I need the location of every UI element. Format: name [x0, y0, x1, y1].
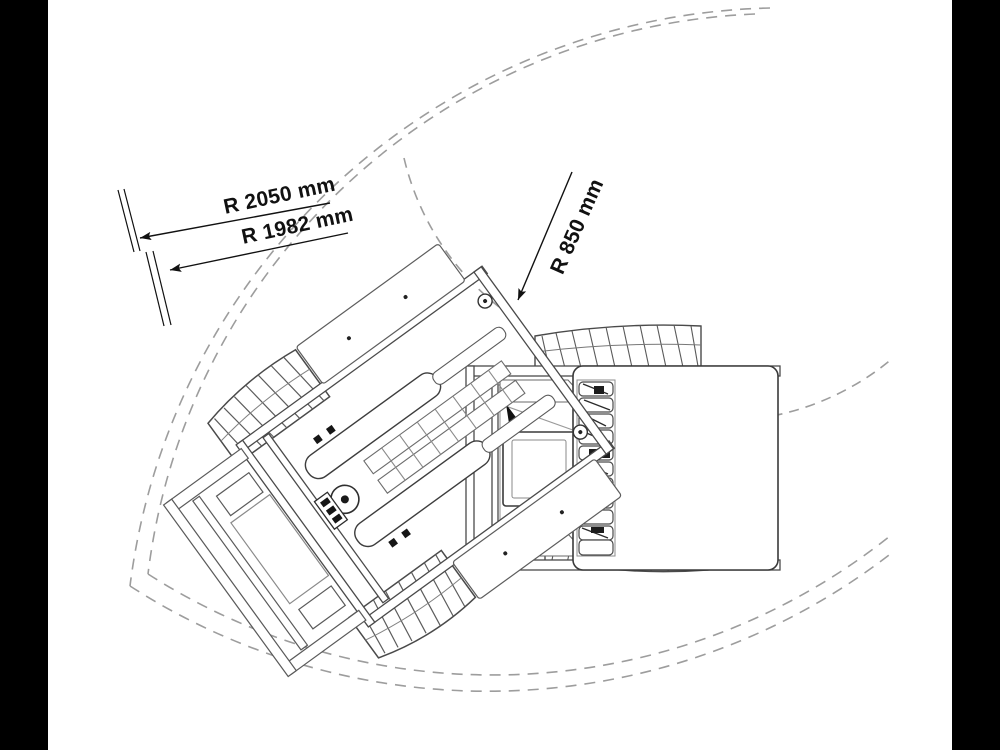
ext-line-1982	[145, 251, 165, 327]
left-letterbox-bar	[0, 0, 48, 750]
loader-lift-frame	[162, 447, 367, 678]
valve-block	[312, 424, 411, 548]
dimension-leaders	[117, 171, 573, 327]
pivot-pins	[477, 293, 589, 440]
front-section	[162, 244, 622, 678]
technical-drawing-svg	[117, 7, 894, 693]
arc-r2050	[129, 7, 771, 587]
right-letterbox-bar	[952, 0, 1000, 750]
arc-r2050-b	[129, 551, 894, 693]
front-frame-rails	[235, 265, 616, 628]
leader-850	[517, 171, 573, 301]
wheel-mount-plates	[296, 244, 622, 599]
ext-line-1982b	[152, 250, 172, 326]
ext-line-2050	[117, 189, 135, 253]
leader-2050	[139, 202, 331, 241]
turning-radius-arcs	[129, 7, 894, 693]
leader-1982	[169, 232, 349, 272]
ext-line-2050b	[123, 188, 141, 252]
drawing-canvas: R 2050 mm R 1982 mm R 850 mm	[48, 0, 952, 750]
arc-r850-b	[502, 309, 894, 422]
arc-r1982	[147, 13, 756, 575]
hydraulic-cylinders	[304, 326, 556, 548]
frame-ribbing	[363, 360, 526, 494]
rear-wheel-top	[534, 324, 702, 373]
